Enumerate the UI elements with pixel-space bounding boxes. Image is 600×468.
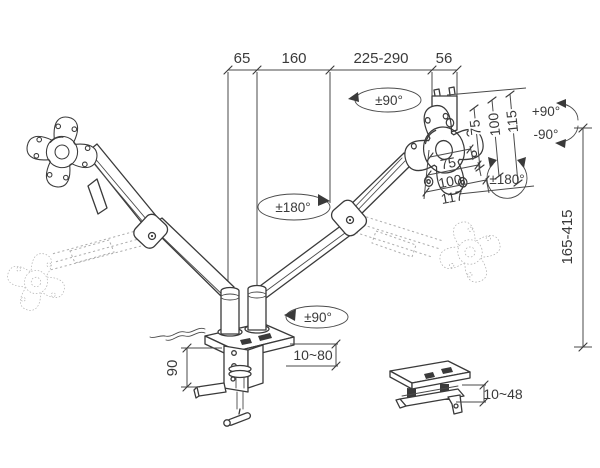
- top-dimension-chain: 65 160 225-290 56: [223, 50, 462, 75]
- dim-56: 56: [436, 50, 453, 67]
- dim-225-290: 225-290: [353, 50, 408, 67]
- height-range-dim: 165-415: [559, 123, 592, 352]
- desk-clamp-base: [149, 284, 295, 427]
- right-arm: [255, 152, 414, 299]
- head-swivel-annotation: ±90°: [348, 87, 422, 113]
- ghost-right-arm: [350, 212, 510, 292]
- base-swivel-label: ±90°: [304, 310, 332, 325]
- clamp-range-dim: 10~80: [286, 339, 341, 371]
- dim-10-48: 10~48: [483, 386, 523, 402]
- dim-10-80: 10~80: [293, 347, 333, 363]
- rotation-arrow-icon: [348, 92, 359, 102]
- vesa-vertical-100: 100: [485, 112, 503, 137]
- vesa-horizontal-117: 117: [440, 187, 465, 207]
- tilt-up-arrow-icon: [556, 99, 566, 108]
- vesa-vertical-115: 115: [503, 109, 521, 133]
- vesa-vertical-75: 75: [466, 119, 484, 136]
- vesa-horizontal-75: 75: [439, 154, 458, 173]
- vesa-horizontal-dims: 75 100 117: [422, 144, 490, 207]
- vesa-horizontal-100: 100: [437, 171, 463, 191]
- dim-160: 160: [281, 50, 306, 67]
- clamp-height-dim: 90: [164, 343, 222, 392]
- dim-90: 90: [164, 360, 181, 377]
- clamp-screw: [236, 391, 244, 410]
- ghost-left-arm: [0, 228, 147, 320]
- base-swivel-annotation: ±90°: [284, 305, 349, 329]
- rotation-arrow-icon: [284, 309, 296, 321]
- left-arm: [85, 143, 235, 300]
- rotation-arrow-icon: [318, 194, 330, 206]
- arm-rotate-annotation: ±180°: [257, 193, 331, 221]
- rotate-arrow-left-icon: [488, 157, 497, 168]
- vesa-vertical-dims: 75 100 115: [446, 87, 535, 195]
- head-swivel-label: ±90°: [375, 93, 403, 108]
- tilt-down-label: -90°: [534, 127, 559, 142]
- arm-rotate-label: ±180°: [275, 200, 310, 215]
- tilt-down-arrow-icon: [555, 139, 566, 148]
- clamp-arm: [196, 382, 227, 397]
- left-vesa-plate: [20, 110, 104, 194]
- dim-165-415: 165-415: [559, 209, 576, 264]
- dim-65: 65: [234, 50, 251, 67]
- grommet-range-dim: 10~48: [456, 380, 523, 407]
- cable: [149, 327, 206, 338]
- head-rotate-annotation: ±180°: [486, 157, 528, 199]
- grommet-mount: [389, 360, 471, 415]
- right-vesa-head: [394, 86, 494, 204]
- tilt-up-label: +90°: [532, 104, 560, 119]
- head-rotate-label: ±180°: [489, 172, 524, 187]
- tilt-annotation: +90° -90°: [532, 99, 579, 148]
- rotate-arrow-right-icon: [517, 157, 526, 168]
- extension-lines: [227, 72, 458, 290]
